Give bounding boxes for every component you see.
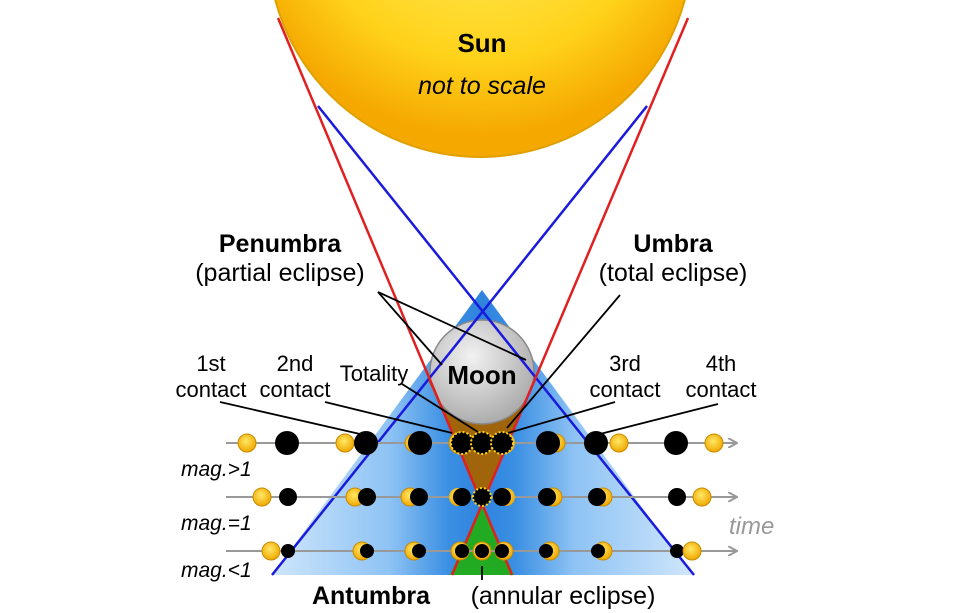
sun-ball (704, 433, 724, 453)
moon-ball (281, 544, 295, 558)
moon-ball (279, 488, 297, 506)
sun-ball (692, 487, 712, 507)
fourth-contact-label-1: 4th (706, 351, 737, 376)
moon-ball (539, 544, 553, 558)
sun-ball (682, 541, 702, 561)
third-contact-label-2: contact (590, 377, 661, 402)
sun-ball (252, 487, 272, 507)
sun-ball (261, 541, 281, 561)
sun-label: Sun (457, 28, 506, 58)
totality-label: Totality (340, 361, 408, 386)
sun-ball (237, 433, 257, 453)
sun-ball (335, 433, 355, 453)
moon-ball (412, 544, 426, 558)
umbra-label: Umbra (633, 230, 713, 258)
time-label: time (729, 513, 774, 540)
moon-ball (475, 544, 489, 558)
row-label-mag-gt-1: mag.>1 (181, 458, 252, 481)
moon-ball (591, 544, 605, 558)
umbra-leader (506, 294, 621, 429)
totality-leader (401, 383, 479, 433)
moon-ball (588, 488, 606, 506)
moon-ball (453, 488, 471, 506)
moon-ball (275, 431, 299, 455)
antumbra-label: Antumbra (312, 582, 431, 610)
moon-ball (470, 431, 494, 455)
moon-ball (360, 544, 374, 558)
moon-label: Moon (447, 360, 516, 390)
first-contact-leader (219, 401, 361, 435)
moon-ball (668, 488, 686, 506)
moon-ball (408, 431, 432, 455)
sun-note: not to scale (418, 72, 546, 100)
moon-ball (450, 431, 474, 455)
penumbra-desc: (partial eclipse) (195, 259, 365, 287)
second-contact-leader (324, 401, 453, 434)
third-contact-leader (507, 401, 616, 434)
row-label-mag-lt-1: mag.<1 (181, 559, 252, 582)
fourth-contact-leader (599, 403, 719, 435)
umbra-desc: (total eclipse) (599, 259, 748, 287)
penumbra-leader-1 (377, 291, 443, 366)
moon-ball (584, 431, 608, 455)
moon-ball (536, 431, 560, 455)
moon-ball (358, 488, 376, 506)
umbra-edge-left-line (276, 17, 514, 576)
third-contact-label-1: 3rd (609, 351, 641, 376)
first-contact-label-1: 1st (196, 351, 225, 376)
moon-ball (495, 544, 509, 558)
sun-ball (609, 433, 629, 453)
moon-ball (670, 544, 684, 558)
penumbra-leader-2 (377, 291, 527, 361)
eclipse-sequence-row-1 (237, 431, 724, 455)
moon-ball (472, 487, 492, 507)
moon-ball (493, 488, 511, 506)
moon-ball (410, 488, 428, 506)
row-label-mag-eq-1: mag.=1 (181, 512, 252, 535)
fourth-contact-label-2: contact (686, 377, 757, 402)
second-contact-label-1: 2nd (277, 351, 314, 376)
moon-ball (664, 431, 688, 455)
second-contact-label-2: contact (260, 377, 331, 402)
first-contact-label-2: contact (176, 377, 247, 402)
penumbra-label: Penumbra (219, 230, 342, 258)
moon-ball (455, 544, 469, 558)
moon-ball (490, 431, 514, 455)
moon-ball (354, 431, 378, 455)
eclipse-sequence-row-3 (261, 541, 702, 561)
moon-ball (538, 488, 556, 506)
umbra-edge-right-line (450, 17, 690, 576)
antumbra-desc: (annular eclipse) (471, 582, 656, 610)
sun-disc (274, 0, 686, 158)
eclipse-sequence-row-2 (252, 487, 712, 507)
leader-lines (219, 291, 719, 580)
